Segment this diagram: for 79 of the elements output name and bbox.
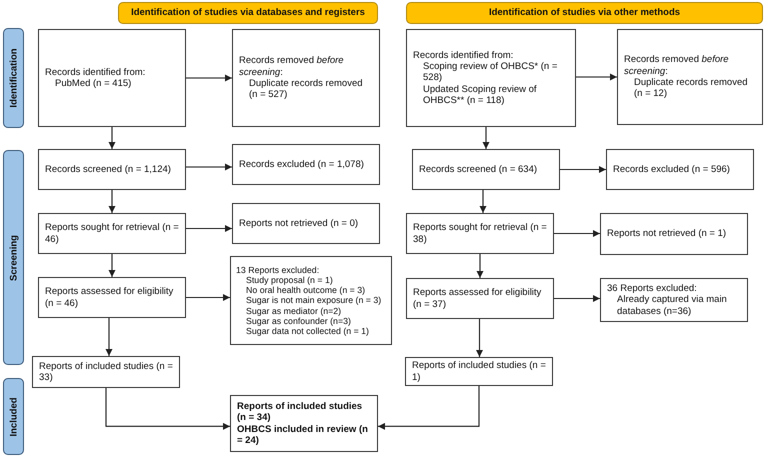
header-text: Identification of studies via databases and registers — [131, 7, 365, 19]
process-box — [406, 278, 554, 319]
process-box — [232, 29, 380, 127]
stage-band — [3, 28, 24, 128]
box-text: Sugar as confounder (n=3) — [245, 316, 352, 326]
arrow — [378, 386, 480, 430]
box-text: Study proposal (n = 1) — [245, 275, 334, 286]
box-text: Duplicate records removed (n = 527) — [248, 78, 364, 101]
stage-label: Identification — [8, 48, 20, 108]
header-text: Identification of studies via other methods — [488, 7, 680, 19]
box-text: Scoping review of OHBCS* (n = 528) — [422, 60, 558, 84]
box-text: Updated Scoping review of OHBCS** (n = 118) — [422, 84, 538, 106]
process-box — [230, 395, 378, 452]
box-text: Reports assessed for eligibility (n = 46) — [45, 286, 174, 309]
box-text: Already captured via main databases (n=36) — [616, 294, 728, 318]
box-text: Reports of included studies (n = 33) — [39, 360, 173, 384]
arrow — [576, 74, 617, 80]
box-text: Duplicate records removed (n = 12) — [633, 77, 749, 100]
arrow — [186, 225, 232, 232]
process-box — [617, 29, 763, 125]
arrow — [108, 190, 116, 213]
box-text: 13 Reports excluded: — [236, 265, 320, 276]
arrow — [554, 295, 600, 302]
process-box — [606, 149, 754, 190]
process-box — [412, 149, 560, 190]
process-box — [406, 213, 554, 254]
arrow — [480, 190, 486, 213]
box-text: 36 Reports excluded: — [607, 282, 698, 294]
box-text: Reports assessed for eligibility (n = 37) — [413, 287, 542, 310]
process-box — [32, 356, 180, 388]
section-header — [118, 2, 378, 24]
process-box — [232, 203, 380, 244]
box-text: OHBCS included in review (n = 24) — [237, 424, 369, 446]
box-text: Sugar data not collected (n = 1) — [245, 326, 370, 336]
box-text: PubMed (n = 415) — [54, 78, 132, 90]
arrow — [186, 74, 232, 82]
box-text: Records excluded (n = 1,078) — [239, 158, 365, 170]
process-box — [230, 256, 392, 345]
process-box — [232, 144, 380, 185]
process-box — [406, 29, 576, 127]
process-box — [600, 213, 748, 255]
box-text: Records removed before screening: — [624, 54, 730, 77]
process-box — [38, 213, 186, 254]
box-text: Reports sought for retrieval (n = 38) — [413, 222, 547, 245]
box-text: Sugar as mediator (n=2) — [245, 306, 342, 316]
box-text: Reports not retrieved (n = 0) — [239, 218, 360, 230]
arrow — [476, 319, 483, 357]
arrow — [186, 164, 232, 170]
arrow — [476, 254, 484, 278]
stage-label: Screening — [8, 234, 20, 280]
box-text: Reports of included studies (n = 34) — [237, 400, 364, 424]
arrow — [108, 127, 116, 149]
box-text: Records identified from: — [413, 50, 514, 61]
box-text: Records screened (n = 634) — [419, 164, 538, 176]
arrow — [186, 294, 230, 301]
process-box — [405, 357, 553, 386]
stage-band — [3, 150, 24, 365]
stage-label: Included — [8, 396, 20, 436]
arrow — [554, 230, 600, 237]
box-text: Records removed before screening: — [239, 55, 345, 78]
box-text: Records excluded (n = 596) — [613, 164, 731, 176]
arrow — [105, 388, 230, 430]
box-text: Records identified from: — [45, 66, 146, 78]
box-text: Reports not retrieved (n = 1) — [607, 228, 728, 240]
box-text: No oral health outcome (n = 3) — [245, 285, 366, 296]
box-text: Reports of included studies (n = 1) — [412, 360, 546, 383]
box-text: Reports sought for retrieval (n = 46) — [45, 222, 179, 245]
arrow — [560, 166, 606, 173]
box-text: Records screened (n = 1,124) — [45, 164, 172, 176]
arrow — [108, 254, 116, 277]
process-box — [38, 29, 186, 127]
process-box — [38, 149, 186, 190]
arrow — [482, 127, 490, 149]
process-box — [600, 278, 748, 322]
box-text: Sugar is not main exposure (n = 3) — [245, 295, 382, 306]
section-header — [406, 2, 763, 24]
process-box — [38, 277, 186, 318]
arrow — [106, 318, 112, 356]
stage-band — [3, 378, 24, 455]
